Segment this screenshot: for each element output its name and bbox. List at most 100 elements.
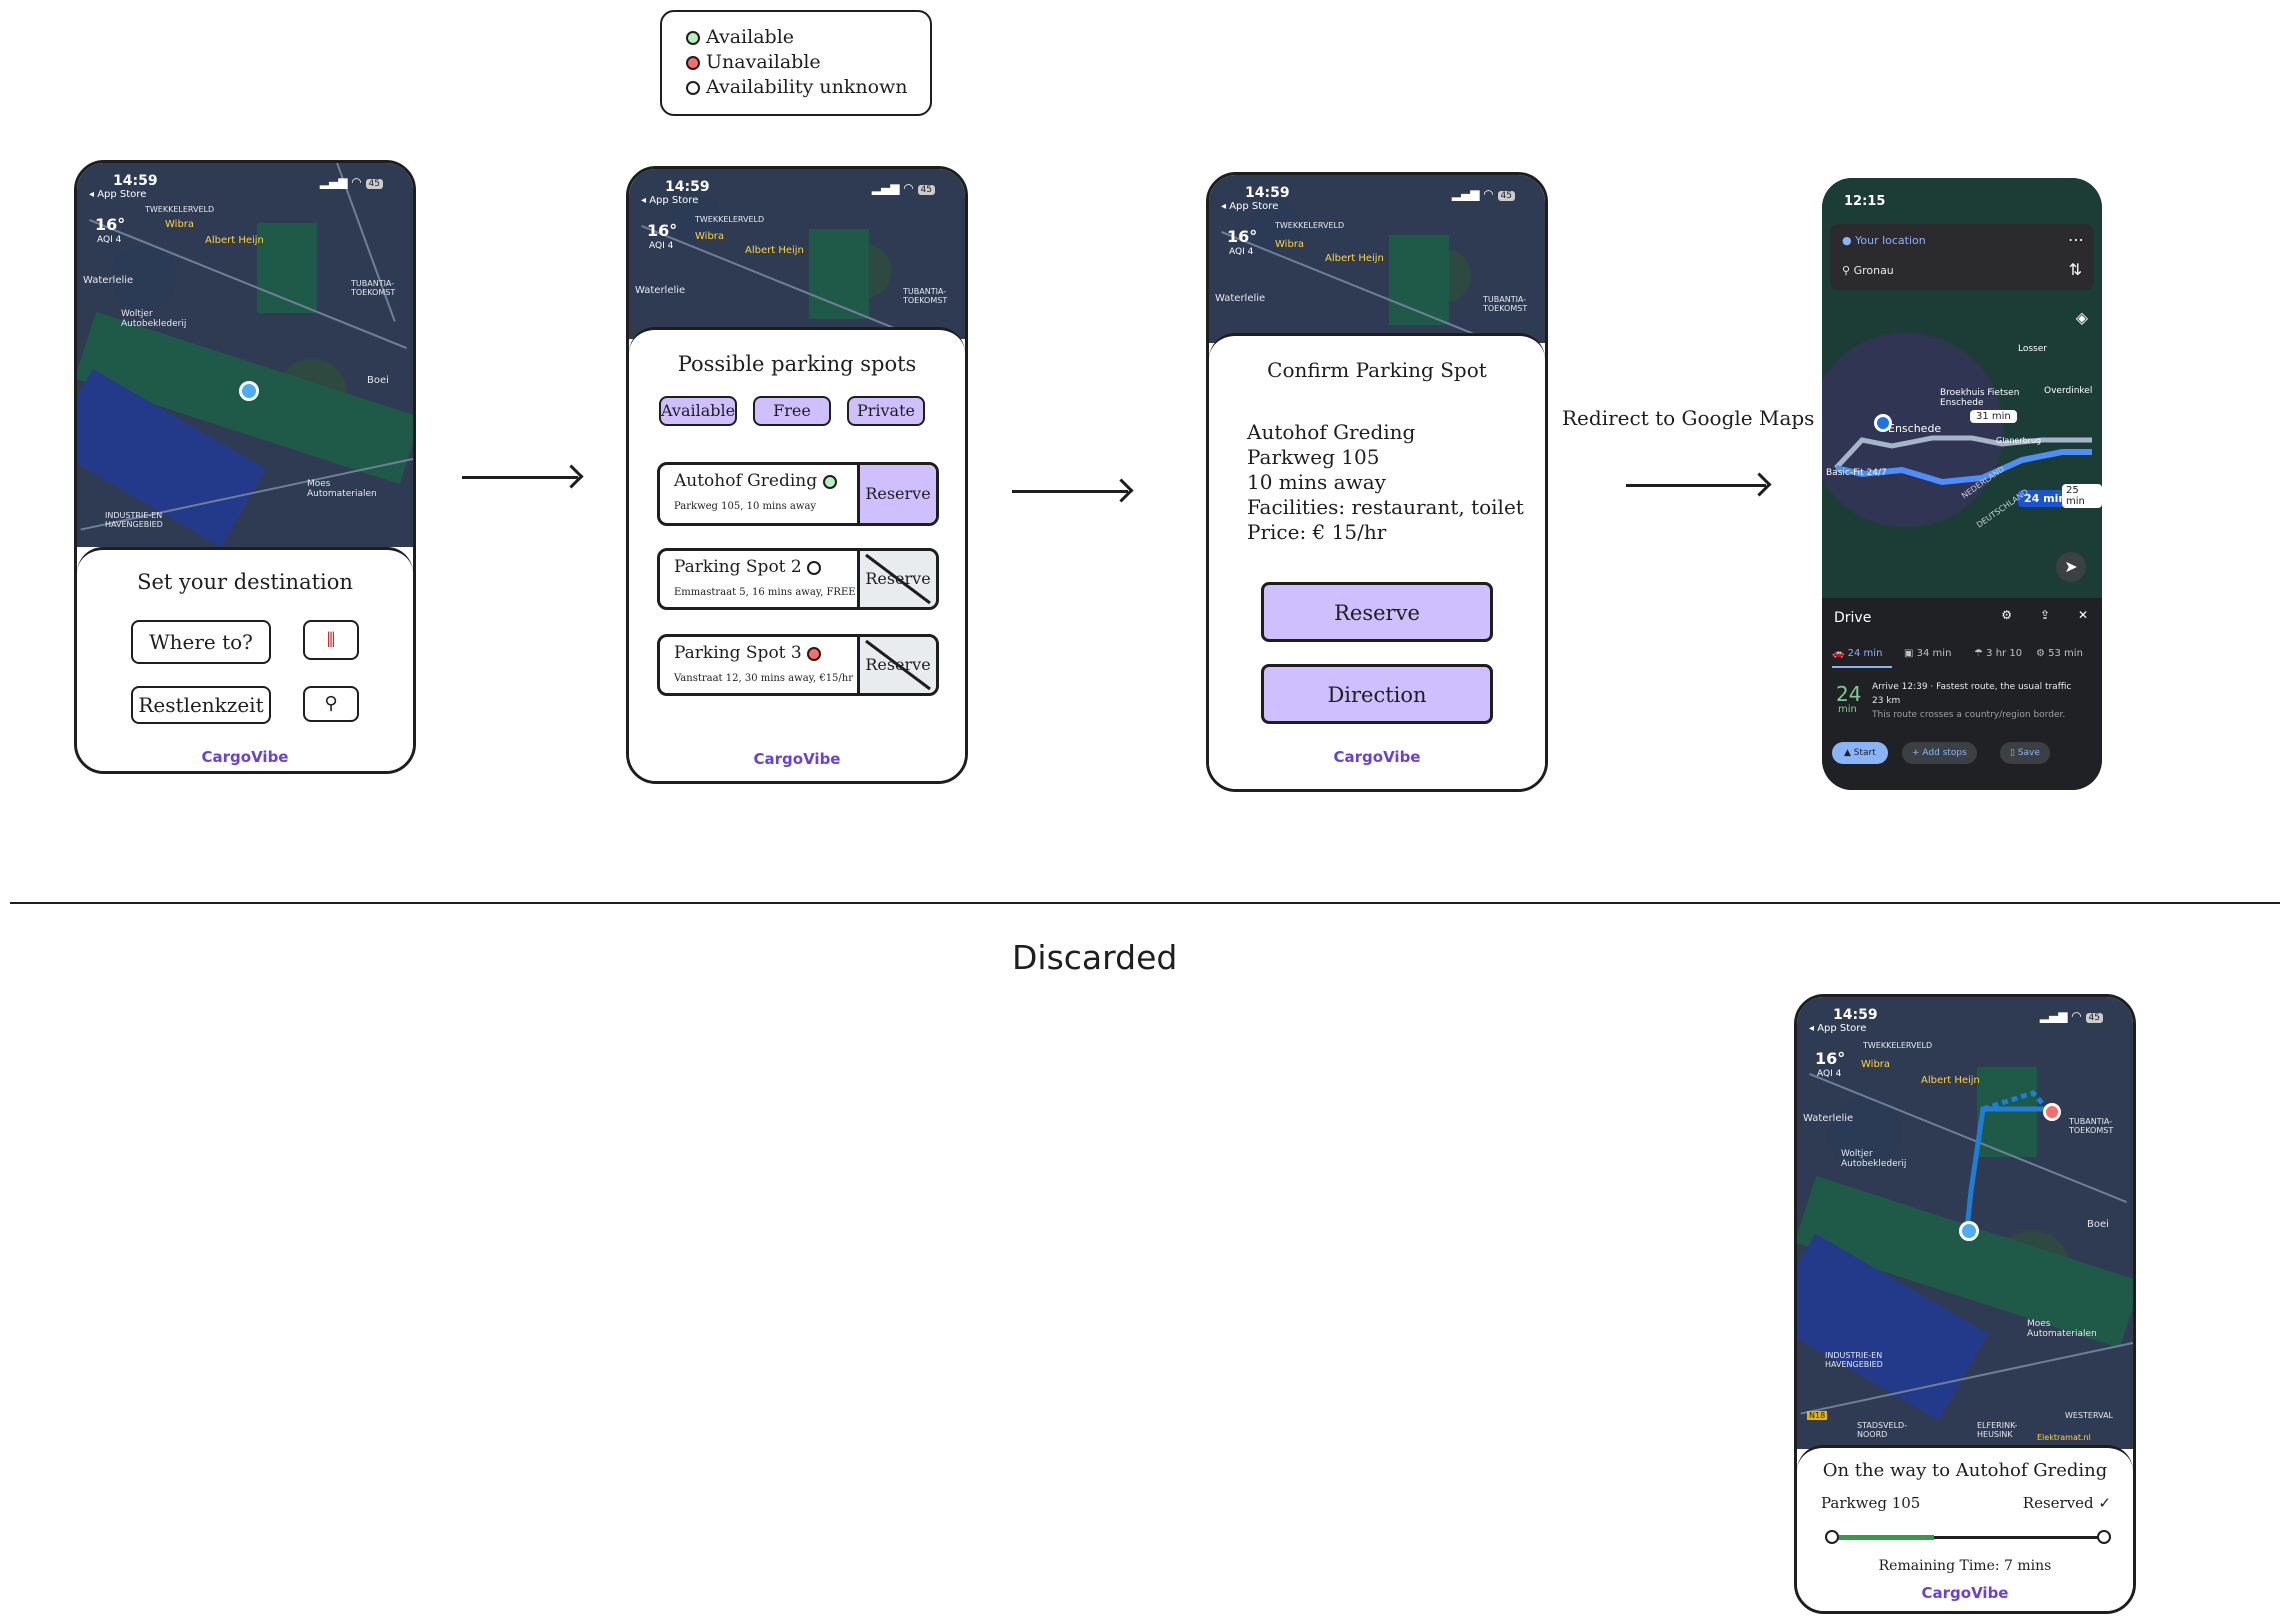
signal-wifi-battery-icon: ▂▄▆ ◠ 45 <box>872 181 935 195</box>
share-icon[interactable]: ⇪ <box>2039 608 2050 622</box>
reserve-button[interactable]: Reserve <box>1261 582 1493 642</box>
direction-button[interactable]: Direction <box>1261 664 1493 724</box>
area-label: TWEKKELERVELD <box>145 205 215 214</box>
swap-icon[interactable]: ⇅ <box>2068 260 2082 279</box>
poi-wibra[interactable]: Wibra <box>1275 239 1305 250</box>
area-label: TWEKKELERVELD <box>1863 1041 1933 1050</box>
poi-wibra[interactable]: Wibra <box>165 219 195 230</box>
spot-price: Price: € 15/hr <box>1247 520 1387 544</box>
where-to-button[interactable]: Where to? <box>131 620 271 664</box>
city-label: Overdinkel <box>2044 386 2093 396</box>
city-label: Enschede <box>1888 422 1942 435</box>
alt-route-time[interactable]: 31 min <box>1970 410 2017 423</box>
poi-wibra[interactable]: Wibra <box>695 231 725 242</box>
remaining-time: Remaining Time: 7 mins <box>1878 1558 2052 1574</box>
area-label: TWEKKELERVELD <box>695 215 765 224</box>
back-to-app-store[interactable]: ◂ App Store <box>1221 201 1279 212</box>
back-to-app-store[interactable]: ◂ App Store <box>1809 1023 1867 1034</box>
poi-moes[interactable]: Moes Automaterialen <box>2027 1319 2097 1339</box>
progress-fill <box>1831 1535 1935 1540</box>
available-dot-icon <box>822 474 837 489</box>
map-view[interactable]: 14:59 ◂ App Store ▂▄▆ ◠ 45 16° AQI 4 Wib… <box>1209 175 1545 343</box>
bottom-sheet: On the way to Autohof Greding Parkweg 10… <box>1797 1445 2133 1611</box>
clock: 14:59 <box>1245 185 1290 201</box>
poi-wibra[interactable]: Wibra <box>1861 1059 1891 1070</box>
bottom-sheet: Possible parking spots Available Free Pr… <box>629 327 965 781</box>
options-icon[interactable]: ⚙ <box>2001 608 2012 622</box>
flow-arrow <box>1012 490 1128 493</box>
sheet-title: Set your destination <box>137 570 353 594</box>
tab-indicator <box>1832 666 1892 668</box>
map-view[interactable]: 14:59 ◂ App Store ▂▄▆ ◠ 45 16° AQI 4 Wib… <box>77 163 413 547</box>
save-button[interactable]: ▯ Save <box>2000 742 2050 764</box>
tab-drive[interactable]: 🚗 24 min <box>1832 648 1883 659</box>
map-view[interactable]: 14:59 ◂ App Store ▂▄▆ ◠ 45 16° AQI 4 Wib… <box>1797 997 2133 1449</box>
poi-elektramat[interactable]: Elektramat.nl <box>2037 1433 2091 1442</box>
poi-woltjer[interactable]: Woltjer Autobeklederij <box>121 309 187 329</box>
poi-albert-heijn[interactable]: Albert Heijn <box>745 245 804 256</box>
voice-input-icon[interactable]: ⦀ <box>303 620 359 660</box>
poi-albert-heijn[interactable]: Albert Heijn <box>205 235 264 246</box>
poi-boei[interactable]: Boei <box>2087 1219 2109 1230</box>
area-label: Waterlelie <box>83 275 134 286</box>
more-icon[interactable]: ⋯ <box>2068 230 2084 249</box>
eta-unit: min <box>1838 704 1857 715</box>
filter-private[interactable]: Private <box>847 396 925 426</box>
parking-card[interactable]: Parking Spot 2 Emmastraat 5, 16 mins awa… <box>657 548 939 610</box>
area-label: INDUSTRIE-EN HAVENGEBIED <box>105 511 163 529</box>
filter-available[interactable]: Available <box>659 396 737 426</box>
back-to-app-store[interactable]: ◂ App Store <box>641 195 699 206</box>
main-route-time[interactable]: 24 min <box>2018 490 2073 507</box>
weather-temp: 16° <box>1815 1049 1846 1068</box>
map-view[interactable]: 14:59 ◂ App Store ▂▄▆ ◠ 45 16° AQI 4 Wib… <box>629 169 965 339</box>
tab-walk[interactable]: ☂ 3 hr 10 <box>1974 648 2023 659</box>
recenter-icon[interactable]: ➤ <box>2056 552 2086 582</box>
map-view[interactable]: 12:15 ● Your location ⚲ Gronau ⋯ ⇅ ◈ Ens… <box>1822 178 2102 598</box>
poi-boei[interactable]: Boei <box>367 375 389 386</box>
poi-woltjer[interactable]: Woltjer Autobeklederij <box>1841 1149 1907 1169</box>
poi-albert-heijn[interactable]: Albert Heijn <box>1921 1075 1980 1086</box>
add-stops-button[interactable]: + Add stops <box>1902 742 1977 764</box>
signal-wifi-battery-icon: ▂▄▆ ◠ 45 <box>320 175 383 189</box>
tab-transit[interactable]: ▣ 34 min <box>1904 648 1952 659</box>
poi-moes[interactable]: Moes Automaterialen <box>307 479 377 499</box>
origin-field[interactable]: ● Your location <box>1842 234 1926 247</box>
back-to-app-store[interactable]: ◂ App Store <box>89 189 147 200</box>
destination-label: Gronau <box>1853 264 1894 277</box>
area-label: TUBANTIA- TOEKOMST <box>1483 295 1528 313</box>
poi-basic-fit[interactable]: Basic-Fit 24/7 <box>1826 468 1887 478</box>
poi-albert-heijn[interactable]: Albert Heijn <box>1325 253 1384 264</box>
arrive-info: Arrive 12:39 · Fastest route, the usual … <box>1872 682 2072 692</box>
bottom-sheet: Set your destination Where to? ⦀ Restlen… <box>77 547 413 771</box>
unknown-dot-icon <box>807 560 822 575</box>
area-label: ELFERINK- HEUSINK <box>1977 1421 2018 1439</box>
destination-field[interactable]: ⚲ Gronau <box>1842 264 1894 277</box>
restlenkzeit-button[interactable]: Restlenkzeit <box>131 686 271 724</box>
area-label: WESTERVAL <box>2065 1411 2113 1420</box>
directions-panel: Drive ⚙ ⇪ ✕ 🚗 24 min ▣ 34 min ☂ 3 hr 10 … <box>1822 598 2102 790</box>
spot-distance: 10 mins away <box>1247 470 1386 494</box>
area-label: INDUSTRIE-EN HAVENGEBIED <box>1825 1351 1883 1369</box>
progress-start-icon <box>1825 1530 1839 1544</box>
brand-logo: CargoVibe <box>1333 748 1421 766</box>
tab-bike[interactable]: ⚙ 53 min <box>2036 648 2083 659</box>
flow-arrow <box>462 476 578 479</box>
search-icon[interactable]: ⚲ <box>303 686 359 722</box>
screen-set-destination: 14:59 ◂ App Store ▂▄▆ ◠ 45 16° AQI 4 Wib… <box>74 160 416 774</box>
origin-label: Your location <box>1855 234 1926 247</box>
layers-icon[interactable]: ◈ <box>2075 308 2088 327</box>
alt-route-time[interactable]: 25 min <box>2062 484 2102 508</box>
poi-broekhuis[interactable]: Broekhuis Fietsen Enschede <box>1940 388 2020 408</box>
start-button[interactable]: ▲ Start <box>1832 742 1888 764</box>
parking-card[interactable]: Autohof Greding Parkweg 105, 10 mins awa… <box>657 462 939 526</box>
unknown-dot-icon <box>686 81 700 95</box>
distance: 23 km <box>1872 696 1901 706</box>
sheet-title: On the way to Autohof Greding <box>1822 1460 2108 1481</box>
spot-name: Autohof Greding <box>674 471 837 491</box>
reserve-button[interactable]: Reserve <box>857 465 936 523</box>
legend-available: Available <box>686 26 794 48</box>
parking-card[interactable]: Parking Spot 3 Vanstraat 12, 30 mins awa… <box>657 634 939 696</box>
aqi: AQI 4 <box>1229 247 1254 257</box>
close-icon[interactable]: ✕ <box>2077 608 2088 622</box>
filter-free[interactable]: Free <box>753 396 831 426</box>
